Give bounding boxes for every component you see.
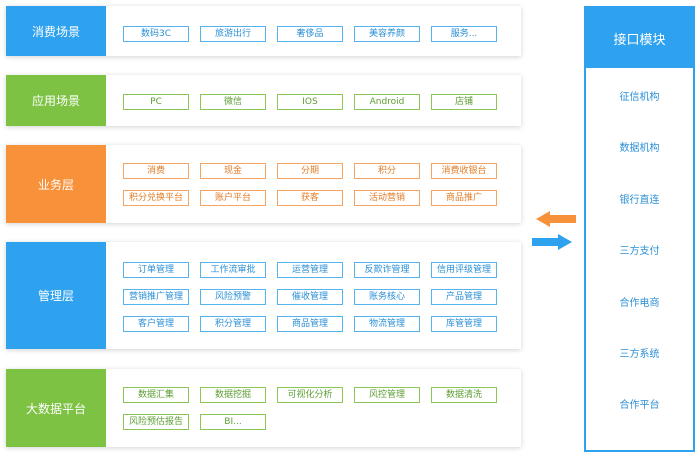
tag: 积分管理 [200, 316, 266, 332]
row-label: 管理层 [6, 242, 106, 349]
tag: 现金 [200, 163, 266, 179]
tag: 风险预估报告 [123, 414, 189, 430]
tag: 积分 [354, 163, 420, 179]
tag: 美容养颜 [354, 26, 420, 42]
tag: 可视化分析 [277, 387, 343, 403]
tag: 奢侈品 [277, 26, 343, 42]
tag: 运营管理 [277, 262, 343, 278]
tag: 客户管理 [123, 316, 189, 332]
tag: 服务... [431, 26, 497, 42]
tag: 获客 [277, 190, 343, 206]
tag: 微信 [200, 94, 266, 110]
tag: 信用评级管理 [431, 262, 497, 278]
row-management-layer: 管理层 订单管理 工作流审批 运营管理 反欺诈管理 信用评级管理 营销推广管理 … [6, 242, 521, 349]
tag: 店铺 [431, 94, 497, 110]
tag: 反欺诈管理 [354, 262, 420, 278]
tag: 风险预警 [200, 289, 266, 305]
tag: 工作流审批 [200, 262, 266, 278]
tag: 商品推广 [431, 190, 497, 206]
arrow-right-icon [532, 234, 572, 250]
panel-item: 合作电商 [619, 298, 660, 309]
tag: Android [354, 94, 420, 110]
tag: 账户平台 [200, 190, 266, 206]
tag: 催收管理 [277, 289, 343, 305]
panel-item: 三方支付 [619, 246, 660, 257]
row-business-layer: 业务层 消费 现金 分期 积分 消费收银台 积分兑换平台 账户平台 获客 活动营… [6, 145, 521, 223]
tag: BI... [200, 414, 266, 430]
tag: 数据清洗 [431, 387, 497, 403]
row-label: 大数据平台 [6, 369, 106, 447]
panel-item: 数据机构 [619, 143, 660, 154]
panel-item: 征信机构 [619, 92, 660, 103]
tag: 数码3C [123, 26, 189, 42]
tag: 分期 [277, 163, 343, 179]
panel-item: 三方系统 [619, 349, 660, 360]
row-label: 应用场景 [6, 75, 106, 126]
tag: 账务核心 [354, 289, 420, 305]
tag: 商品管理 [277, 316, 343, 332]
row-application-scenarios: 应用场景 PC 微信 IOS Android 店铺 [6, 75, 521, 126]
panel-item: 合作平台 [619, 400, 660, 411]
row-big-data-platform: 大数据平台 数据汇集 数据挖掘 可视化分析 风控管理 数据清洗 风险预估报告 B… [6, 369, 521, 447]
tag: 库管管理 [431, 316, 497, 332]
panel-item: 银行直连 [619, 195, 660, 206]
arrow-left-icon [536, 211, 576, 227]
tag: PC [123, 94, 189, 110]
row-label: 业务层 [6, 145, 106, 223]
tag: 数据挖掘 [200, 387, 266, 403]
tag: IOS [277, 94, 343, 110]
tag: 物流管理 [354, 316, 420, 332]
interface-module-panel: 接口模块 征信机构 数据机构 银行直连 三方支付 合作电商 三方系统 合作平台 [584, 6, 695, 452]
tag: 消费收银台 [431, 163, 497, 179]
tag: 订单管理 [123, 262, 189, 278]
tag: 风控管理 [354, 387, 420, 403]
tag: 活动营销 [354, 190, 420, 206]
panel-title: 接口模块 [586, 8, 693, 68]
tag: 营销推广管理 [123, 289, 189, 305]
tag: 数据汇集 [123, 387, 189, 403]
tag: 旅游出行 [200, 26, 266, 42]
tag: 积分兑换平台 [123, 190, 189, 206]
tag: 消费 [123, 163, 189, 179]
row-consumption-scenarios: 消费场景 数码3C 旅游出行 奢侈品 美容养颜 服务... [6, 6, 521, 56]
tag: 产品管理 [431, 289, 497, 305]
row-label: 消费场景 [6, 6, 106, 56]
